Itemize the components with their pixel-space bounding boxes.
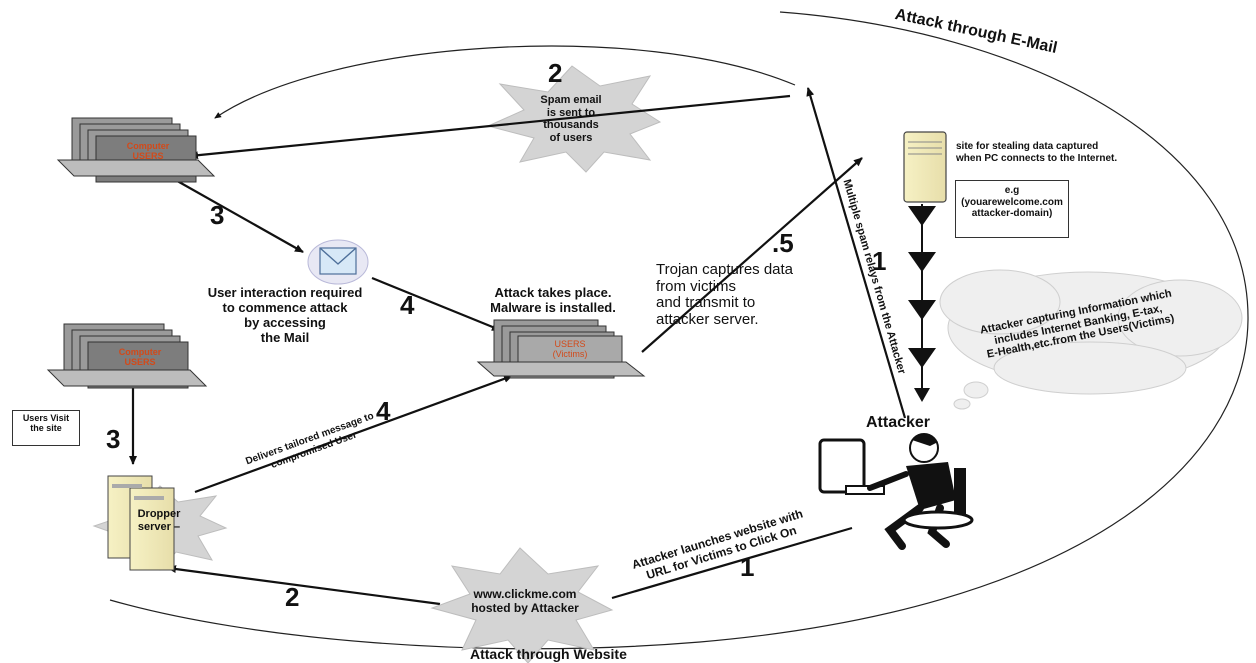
spam-line3: thousands	[543, 119, 599, 132]
user-interaction-line4: the Mail	[260, 329, 310, 345]
arrow-attacker-launches	[611, 526, 853, 600]
arrow-spam-to-users	[189, 94, 791, 160]
trojan-line3: and transmit to	[656, 294, 756, 311]
arrow-clickme-to-dropper	[167, 565, 441, 606]
step-3-top: 3	[210, 200, 225, 230]
attacker-label: Attacker	[866, 414, 931, 431]
arrow-victims-to-server	[641, 157, 863, 353]
relay-chain	[908, 204, 936, 402]
arrow-users-to-mail	[171, 177, 304, 253]
attacker-thought-cloud	[939, 269, 1243, 410]
computer-users-laptops-top	[56, 117, 216, 183]
dropper-server-towers	[107, 475, 175, 571]
step-1-top: 1	[872, 246, 887, 276]
trojan-line4: attacker server.	[656, 310, 759, 328]
left-laptop-line2: USERS	[124, 356, 156, 367]
email-attack-arc	[109, 11, 1249, 650]
arrow-attacker-relays	[806, 87, 907, 419]
spam-email-text: Spam email is sent to thousands of users	[516, 94, 626, 145]
user-interaction-line2: to commence attack	[222, 299, 348, 315]
email-arc-top	[214, 45, 796, 119]
spam-line1: Spam email	[540, 94, 602, 106]
site-stealing-text: site for stealing data captured when PC …	[956, 141, 1186, 164]
eg-line3: attacker-domain)	[971, 208, 1053, 219]
dropper-text: Dropper server –	[122, 508, 196, 533]
clickme-text: www.clickme.com hosted by Attacker	[440, 587, 610, 616]
left-laptop-line1: Computer	[118, 347, 162, 357]
mail-envelope-icon	[307, 239, 369, 285]
site-line2: when PC connects to the Internet.	[956, 152, 1118, 164]
trojan-line2: from victims	[656, 277, 736, 295]
victims-laptop-label: USERS (Victims)	[540, 339, 600, 360]
dropper-line2: server –	[137, 520, 181, 533]
step-3-left: 3	[106, 424, 121, 454]
step-1-bottom: 1	[740, 552, 755, 582]
user-interaction-text: User interaction required to commence at…	[178, 285, 392, 346]
victims-laptop-line2: (Victims)	[552, 348, 588, 359]
step-2-top: 2	[548, 58, 563, 88]
dropper-line1: Dropper	[137, 508, 181, 520]
top-laptop-label: Computer USERS	[118, 141, 178, 162]
users-visit-line1: Users Visit	[22, 413, 70, 423]
attack-line1: Attack takes place.	[494, 285, 612, 300]
attack-line2: Malware is installed.	[490, 299, 616, 315]
attack-takes-place-text: Attack takes place. Malware is installed…	[460, 285, 646, 316]
victims-laptops	[476, 319, 646, 379]
users-visit-line2: the site	[30, 423, 62, 434]
eg-line2: (youarewelcome.com	[961, 196, 1063, 208]
eg-line1: e.g	[1004, 185, 1020, 196]
computer-users-laptops-left	[46, 323, 208, 389]
step-2-bottom: 2	[285, 582, 300, 612]
arrow-dropper-to-victims	[194, 374, 513, 494]
site-line1: site for stealing data captured	[956, 141, 1099, 152]
trojan-text: Trojan captures data from victims and tr…	[656, 261, 856, 328]
trojan-line1: Trojan captures data	[656, 261, 794, 278]
spam-line2: is sent to	[546, 106, 596, 119]
top-laptop-line2: USERS	[132, 150, 164, 161]
title-attack-through-website: Attack through Website	[470, 646, 627, 662]
stealing-server	[903, 131, 947, 203]
clickme-burst	[430, 547, 614, 663]
users-visit-box: Users Visit the site	[12, 410, 80, 446]
spam-email-burst	[486, 65, 662, 173]
user-interaction-line1: User interaction required	[207, 285, 363, 300]
top-laptop-line1: Computer	[126, 141, 170, 151]
user-interaction-line3: by accessing	[244, 314, 326, 330]
step-4-mid: 4	[400, 290, 415, 320]
left-laptop-label: Computer USERS	[110, 347, 170, 368]
victims-laptop-line1: USERS	[554, 339, 586, 349]
example-domain-box: e.g (youarewelcome.com attacker-domain)	[955, 180, 1069, 238]
attacker-figure	[818, 433, 974, 550]
clickme-line2: hosted by Attacker	[471, 600, 579, 615]
arrow-mail-to-victims	[371, 276, 501, 332]
clickme-line1: www.clickme.com	[473, 587, 577, 601]
step-4-low: 4	[376, 396, 391, 426]
spam-line4: of users	[549, 131, 593, 144]
step-5: .5	[772, 228, 794, 258]
